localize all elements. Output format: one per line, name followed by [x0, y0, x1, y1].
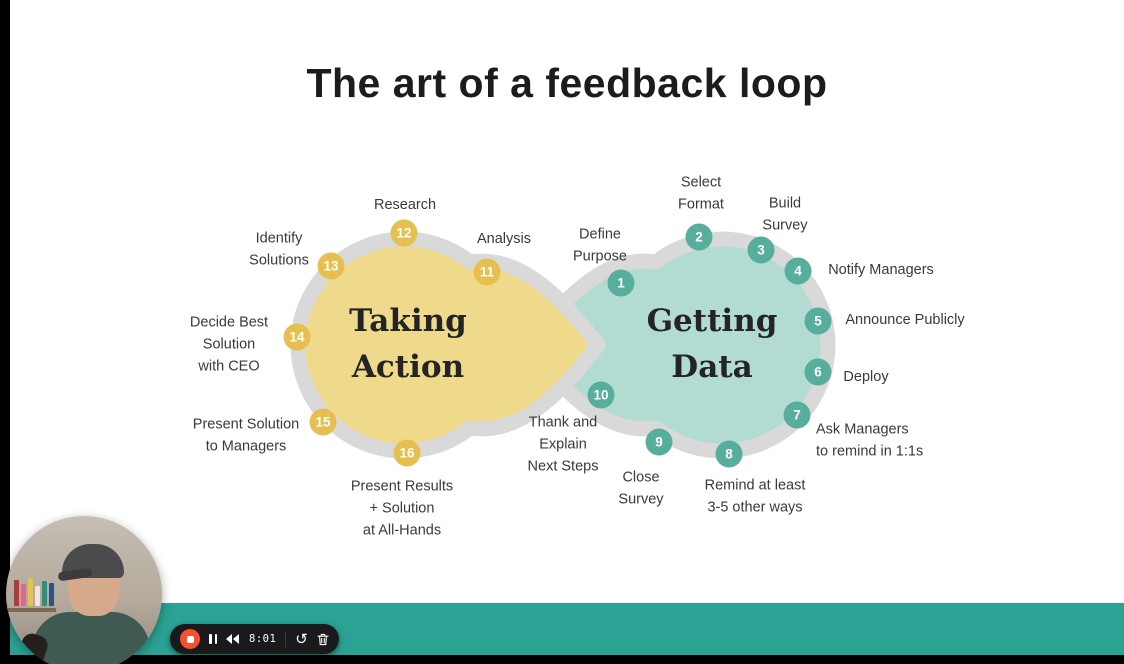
step-6-badge: 6 — [804, 358, 832, 386]
step-16-label: Present Results + Solution at All-Hands — [350, 478, 454, 538]
step-1-badge: 1 — [607, 269, 635, 297]
step-12-badge: 12 — [390, 219, 418, 247]
step-2-badge: 2 — [685, 223, 713, 251]
step-13-label: Identify Solutions — [249, 230, 309, 268]
right-lobe-title-line2: Data — [671, 349, 753, 385]
step-7-badge: 7 — [783, 401, 811, 429]
step-5-badge: 5 — [804, 307, 832, 335]
step-2-label: Select Format — [678, 174, 724, 212]
rewind-icon — [226, 634, 239, 644]
step-14-label: Decide Best Solution with CEO — [189, 314, 269, 374]
rewind-button[interactable] — [226, 634, 240, 644]
stop-recording-button[interactable] — [180, 629, 200, 649]
left-lobe-title-line1: Taking — [349, 303, 467, 340]
step-10-badge: 10 — [587, 381, 615, 409]
step-7-label: Ask Managers to remind in 1:1s — [816, 421, 924, 459]
step-9-badge: 9 — [645, 428, 673, 456]
step-15-badge: 15 — [309, 408, 337, 436]
slide-title: The art of a feedback loop — [306, 60, 828, 106]
step-3-label: Build Survey — [762, 195, 808, 233]
trash-icon — [317, 633, 329, 645]
recording-timer: 8:01 — [249, 633, 277, 645]
restart-recording-button[interactable]: ↺ — [295, 629, 308, 648]
pause-button[interactable] — [209, 634, 217, 644]
left-lobe-title-line2: Action — [351, 349, 465, 385]
right-lobe-title-line1: Getting — [646, 303, 778, 340]
delete-recording-button[interactable] — [317, 633, 329, 646]
toolbar-divider — [285, 631, 287, 647]
step-8-label: Remind at least 3-5 other ways — [704, 477, 806, 515]
step-15-label: Present Solution to Managers — [192, 416, 300, 454]
bookshelf — [14, 578, 54, 606]
step-9-label: Close Survey — [618, 469, 664, 507]
step-4-badge: 4 — [784, 257, 812, 285]
step-8-badge: 8 — [715, 440, 743, 468]
bookshelf-shelf — [8, 608, 56, 612]
step-5-label: Announce Publicly — [845, 312, 965, 329]
step-10-label: Thank and Explain Next Steps — [527, 414, 599, 474]
presenter-body — [32, 612, 150, 664]
step-1-label: Define Purpose — [572, 226, 628, 264]
step-6-label: Deploy — [843, 369, 889, 386]
step-12-label: Research — [373, 197, 437, 214]
step-13-badge: 13 — [317, 252, 345, 280]
stop-icon — [186, 635, 194, 643]
right-lobe-title: Getting Data — [647, 299, 778, 391]
step-11-badge: 11 — [473, 258, 501, 286]
step-11-label: Analysis — [477, 231, 531, 248]
pause-icon — [209, 634, 212, 644]
left-lobe-title: Taking Action — [349, 299, 467, 391]
webcam-bubble[interactable] — [6, 516, 162, 664]
pause-icon — [214, 634, 217, 644]
step-14-badge: 14 — [283, 323, 311, 351]
recording-toolbar: 8:01 ↺ — [170, 624, 339, 654]
presentation-slide: The art of a feedback loop Taking Action… — [10, 0, 1124, 655]
step-4-label: Notify Managers — [828, 262, 934, 279]
step-3-badge: 3 — [747, 236, 775, 264]
step-16-badge: 16 — [393, 439, 421, 467]
